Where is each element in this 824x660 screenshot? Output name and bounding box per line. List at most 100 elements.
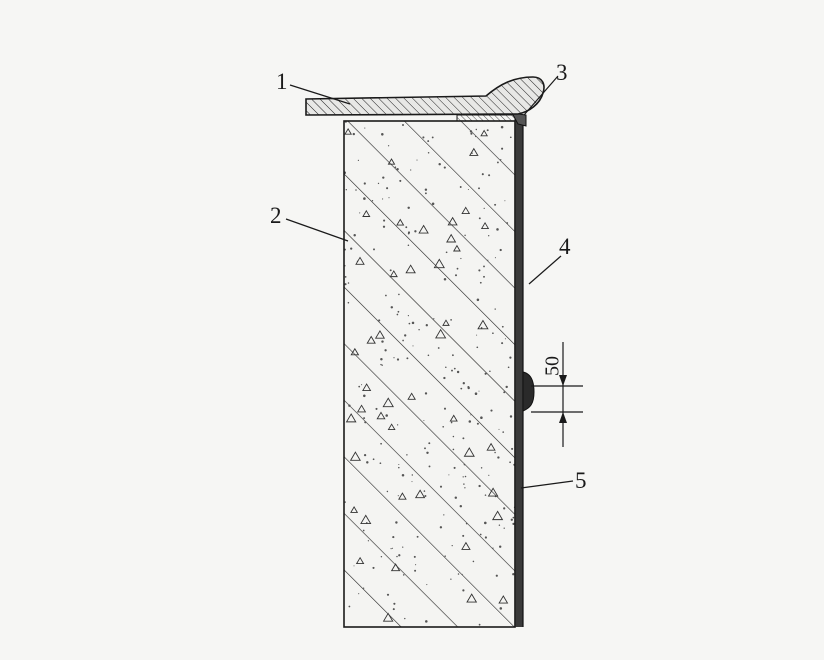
concrete-aggregate <box>487 487 499 497</box>
concrete-speckle <box>386 187 389 190</box>
concrete-speckle <box>478 390 480 392</box>
concrete-speckle <box>503 527 505 529</box>
concrete-aggregate <box>398 492 407 500</box>
concrete-speckle <box>465 522 468 525</box>
concrete-speckle <box>390 306 394 309</box>
concrete-speckle <box>497 456 500 459</box>
sealant-strip <box>456 112 527 127</box>
concrete-speckle <box>392 536 395 539</box>
concrete-aggregate <box>461 541 471 550</box>
concrete-speckle <box>512 573 515 576</box>
concrete-speckle <box>364 127 366 129</box>
concrete-speckle <box>450 421 453 424</box>
concrete-speckle <box>472 560 475 563</box>
concrete-speckle <box>385 294 387 297</box>
concrete-speckle <box>503 507 506 510</box>
concrete-speckle <box>398 554 401 557</box>
concrete-speckle <box>511 447 514 450</box>
concrete-speckle <box>379 462 382 465</box>
leader-4 <box>528 255 562 285</box>
concrete-speckle <box>382 198 384 200</box>
concrete-speckle <box>499 545 502 548</box>
concrete-speckle <box>431 202 435 206</box>
concrete-aggregate <box>466 593 478 603</box>
concrete-speckle <box>352 132 355 136</box>
concrete-speckle <box>353 565 355 567</box>
concrete-aggregate <box>350 506 359 513</box>
concrete-speckle <box>373 248 375 251</box>
concrete-speckle <box>509 136 512 139</box>
concrete-speckle <box>468 420 472 423</box>
concrete-speckle <box>453 367 456 370</box>
concrete-speckle <box>454 274 458 277</box>
concrete-aggregate <box>418 224 429 234</box>
concrete-aggregate <box>387 158 396 165</box>
callout-4: 4 <box>559 234 571 259</box>
concrete-speckle <box>377 182 380 185</box>
concrete-speckle <box>501 342 504 345</box>
concrete-speckle <box>424 188 428 191</box>
concrete-speckle <box>509 415 513 418</box>
callout-3: 3 <box>556 60 568 85</box>
concrete-speckle <box>394 166 397 168</box>
concrete-speckle <box>424 192 427 195</box>
concrete-speckle <box>413 555 416 558</box>
concrete-speckle <box>422 136 425 139</box>
concrete-speckle <box>392 608 395 611</box>
concrete-speckle <box>512 516 515 519</box>
concrete-speckle <box>382 176 385 179</box>
concrete-speckle <box>479 533 482 536</box>
leader-1 <box>289 84 351 105</box>
concrete-speckle <box>397 310 400 313</box>
concrete-speckle <box>344 501 346 503</box>
concrete-aggregate <box>442 319 450 326</box>
concrete-speckle <box>347 301 350 304</box>
concrete-speckle <box>380 555 383 558</box>
concrete-speckle <box>428 442 431 445</box>
concrete-speckle <box>408 322 411 325</box>
concrete-speckle <box>399 179 402 182</box>
concrete-speckle <box>506 222 509 224</box>
concrete-speckle <box>505 385 508 389</box>
concrete-speckle <box>480 327 483 329</box>
concrete-speckle <box>416 535 419 538</box>
concrete-speckle <box>500 125 504 129</box>
concrete-speckle <box>431 136 434 139</box>
concrete-speckle <box>372 458 375 461</box>
concrete-speckle <box>439 526 443 529</box>
concrete-speckle <box>475 128 478 131</box>
concrete-speckle <box>443 407 447 410</box>
concrete-speckle <box>484 494 487 496</box>
concrete-aggregate <box>469 147 479 156</box>
concrete-speckle <box>467 188 469 191</box>
concrete-speckle <box>452 354 454 357</box>
concrete-speckle <box>347 282 350 284</box>
concrete-speckle <box>398 463 400 466</box>
concrete-speckle <box>469 130 473 133</box>
concrete-speckle <box>404 334 407 337</box>
concrete-speckle <box>395 521 398 524</box>
concrete-speckle <box>424 447 426 450</box>
concrete-aggregate <box>362 209 371 217</box>
concrete-speckle <box>416 159 418 161</box>
concrete-speckle <box>439 485 443 488</box>
concrete-speckle <box>410 169 412 171</box>
concrete-speckle <box>461 573 463 576</box>
concrete-speckle <box>484 536 488 539</box>
concrete-speckle <box>484 521 487 525</box>
concrete-speckle <box>490 409 493 412</box>
concrete-speckle <box>495 574 498 577</box>
concrete-speckle <box>478 269 481 272</box>
concrete-speckle <box>366 461 369 464</box>
concrete-speckle <box>494 451 496 454</box>
concrete-speckle <box>456 267 459 270</box>
callout-5: 5 <box>575 468 587 493</box>
concrete-speckle <box>451 369 453 372</box>
concrete-speckle <box>463 483 465 485</box>
concrete-speckle <box>467 386 470 390</box>
concrete-speckle <box>460 387 463 390</box>
concrete-speckle <box>454 496 458 499</box>
concrete-speckle <box>445 366 447 368</box>
leader-2 <box>285 218 349 242</box>
concrete-aggregate <box>477 319 489 330</box>
